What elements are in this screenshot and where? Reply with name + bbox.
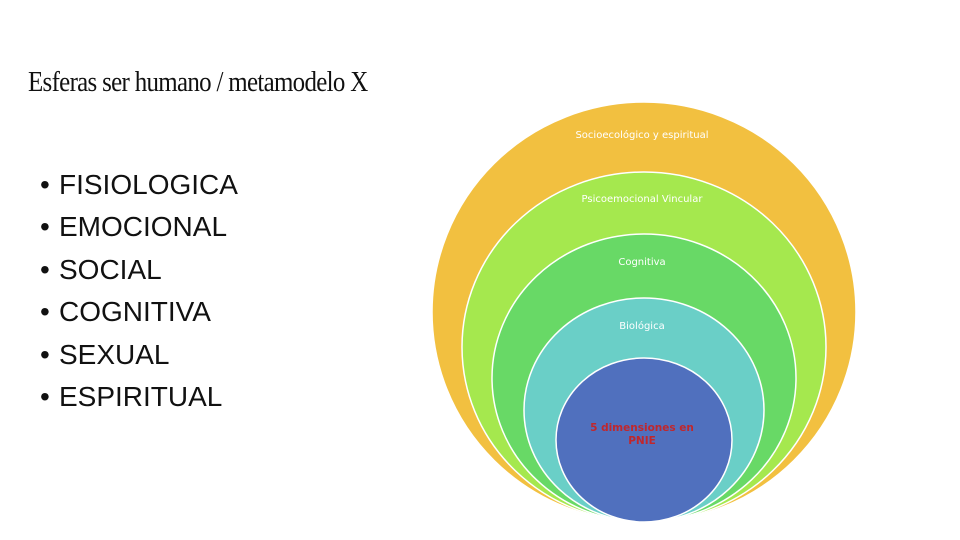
sphere-label-biologica: Biológica: [619, 321, 665, 332]
core-label: 5 dimensiones en PNIE: [587, 422, 697, 448]
bullet-text: SOCIAL: [59, 253, 162, 285]
sphere-label-psicoemocional: Psicoemocional Vincular: [581, 194, 703, 205]
bullet-item-fisiologica: • FISIOLOGICA: [40, 164, 238, 206]
slide-title: Esferas ser humano / metamodelo X: [28, 66, 368, 98]
bullet-item-sexual: • SEXUAL: [40, 334, 238, 376]
bullet-item-espiritual: • ESPIRITUAL: [40, 376, 238, 418]
bullet-text: ESPIRITUAL: [59, 380, 223, 412]
bullet-text: FISIOLOGICA: [59, 169, 238, 200]
bullet-item-social: • SOCIAL: [40, 249, 238, 291]
bullet-item-cognitiva: • COGNITIVA: [40, 291, 238, 333]
core-label-line2: PNIE: [628, 435, 656, 447]
sphere-label-cognitiva: Cognitiva: [618, 257, 666, 268]
core-label-line1: 5 dimensiones en: [590, 422, 694, 434]
bullet-dot: •: [40, 211, 50, 243]
bullet-dot: •: [40, 338, 50, 370]
bullet-dot: •: [40, 380, 50, 412]
bullet-item-emocional: • EMOCIONAL: [40, 206, 238, 248]
bullet-text: EMOCIONAL: [59, 211, 228, 243]
bullet-text: SEXUAL: [59, 338, 170, 370]
sphere-label-socioecologico: Socioecológico y espiritual: [575, 130, 709, 141]
bullet-list: • FISIOLOGICA • EMOCIONAL • SOCIAL • COGNITI…: [40, 164, 238, 418]
bullet-dot: •: [40, 169, 50, 200]
bullet-text: COGNITIVA: [59, 296, 211, 328]
bullet-dot: •: [40, 296, 50, 328]
sphere-core-pnie: [555, 357, 733, 523]
bullet-dot: •: [40, 253, 50, 285]
